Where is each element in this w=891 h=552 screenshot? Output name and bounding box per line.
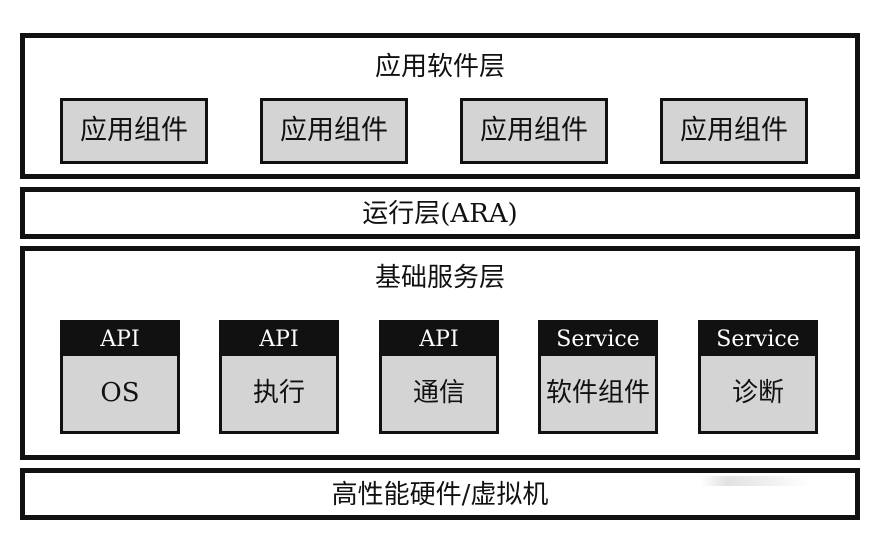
service-header: Service [541,323,655,356]
application-software-layer: 应用软件层 应用组件 应用组件 应用组件 应用组件 [20,33,860,179]
service-block-software-component: Service 软件组件 [538,320,658,434]
watermark [700,476,810,486]
service-block-diagnostics: Service 诊断 [698,320,818,434]
foundation-services-layer: 基础服务层 API OS API 执行 API 通信 Service 软件组件 … [20,246,860,460]
service-header: API [222,323,336,356]
hardware-virtual-machine-layer: 高性能硬件/虚拟机 [20,468,860,520]
service-block-communication: API 通信 [379,320,499,434]
application-layer-title: 应用软件层 [374,52,505,82]
service-block-execution: API 执行 [219,320,339,434]
service-header: API [63,323,177,356]
service-name: 诊断 [731,378,784,408]
service-header: Service [701,323,815,356]
service-name: OS [100,378,140,408]
application-component: 应用组件 [260,98,408,164]
application-component: 应用组件 [460,98,608,164]
foundation-layer-title: 基础服务层 [374,263,505,293]
service-block-os: API OS [60,320,180,434]
application-component: 应用组件 [660,98,808,164]
runtime-layer-title: 运行层(ARA) [362,199,518,229]
hardware-layer-title: 高性能硬件/虚拟机 [331,480,549,510]
service-name: 通信 [412,378,465,408]
application-component: 应用组件 [60,98,208,164]
service-name: 执行 [252,378,305,408]
runtime-layer: 运行层(ARA) [20,187,860,239]
service-name: 软件组件 [545,378,650,408]
service-header: API [382,323,496,356]
